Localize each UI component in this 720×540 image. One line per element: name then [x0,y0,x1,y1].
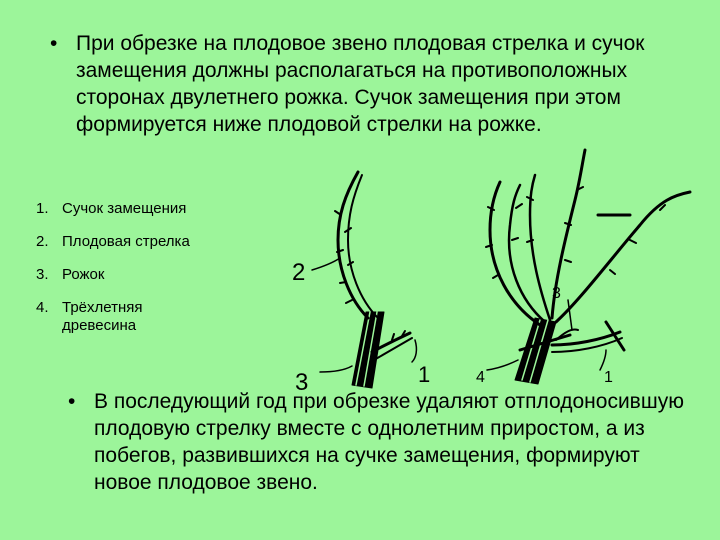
figure-label-3: 3 [295,369,308,396]
left-vine-drawing [311,170,418,389]
figure-label-1: 1 [418,362,430,387]
paragraph-text: При обрезке на плодовое звено плодовая с… [76,32,645,136]
figure-label-4-right: 4 [476,369,485,386]
figure-labels: 2 3 1 3 4 1 [292,259,613,396]
right-vine-drawing [485,148,692,385]
legend-item-replacement-spur: 1. Сучок замещения [36,200,187,217]
bullet: • [68,390,76,413]
paragraph-pruning-rule: • При обрезке на плодовое звено плодовая… [50,30,696,138]
legend-item-three-year-wood: 4. Трёхлетняя древесина [36,299,143,334]
legend-item-fruit-cane: 2. Плодовая стрелка [36,233,190,250]
paragraph-text: В последующий год при обрезке удаляют от… [94,390,684,494]
paragraph-next-year: • В последующий год при обрезке удаляют … [68,388,694,496]
bullet: • [50,32,58,55]
figure-legend: 1. Сучок замещения 2. Плодовая стрелка 3… [36,200,212,350]
figure-label-1-right: 1 [604,369,613,386]
legend-item-horn: 3. Рожок [36,266,105,283]
figure-label-2: 2 [292,259,305,286]
figure-label-3-right: 3 [552,285,561,302]
